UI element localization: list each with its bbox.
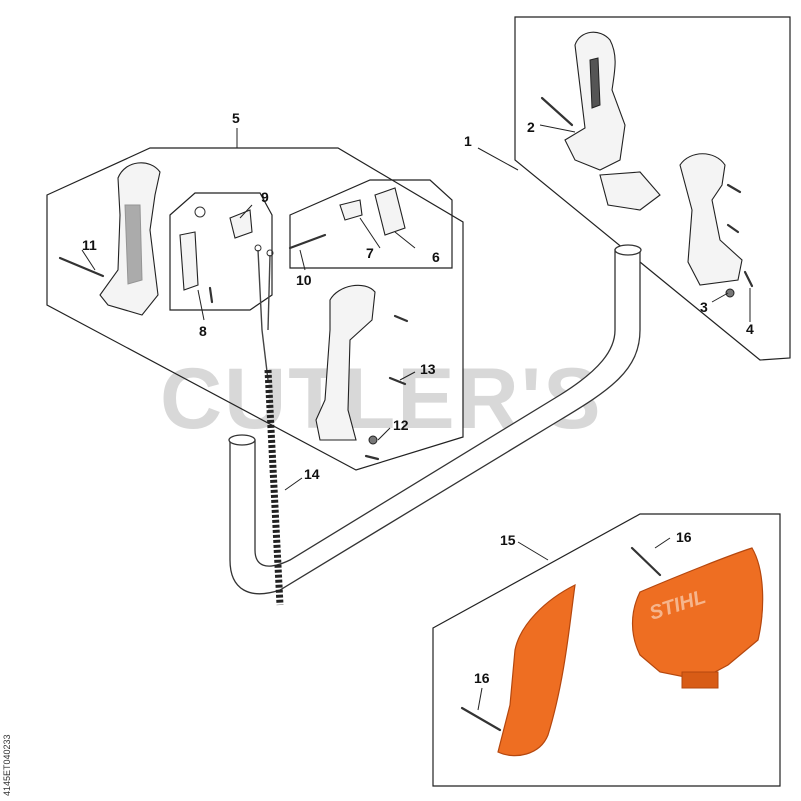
callout-13: 13 bbox=[420, 361, 436, 377]
callout-10: 10 bbox=[296, 272, 312, 288]
pin-10 bbox=[288, 233, 327, 250]
handle-half-13 bbox=[315, 284, 409, 461]
screw-4 bbox=[743, 270, 754, 288]
callout-16-upper: 16 bbox=[676, 529, 692, 545]
document-id: 4145ET040233 bbox=[2, 734, 12, 796]
callout-4: 4 bbox=[746, 321, 754, 337]
callout-15: 15 bbox=[500, 532, 516, 548]
screw-16-lower bbox=[460, 706, 502, 732]
leader-lines bbox=[81, 124, 751, 711]
panel-handle-5 bbox=[46, 147, 464, 471]
interlock-lever-9 bbox=[194, 206, 253, 239]
callout-12: 12 bbox=[393, 417, 409, 433]
screw-11 bbox=[58, 256, 105, 278]
callouts: 1 2 3 4 5 6 7 8 9 10 11 12 13 14 15 16 1… bbox=[82, 110, 754, 686]
callout-14: 14 bbox=[304, 466, 320, 482]
callout-7: 7 bbox=[366, 245, 374, 261]
callout-9: 9 bbox=[261, 189, 269, 205]
shield-right: STIHL bbox=[630, 546, 764, 689]
nut-12 bbox=[368, 435, 378, 445]
callout-8: 8 bbox=[199, 323, 207, 339]
callout-1: 1 bbox=[464, 133, 472, 149]
handle-molding-3 bbox=[599, 153, 754, 298]
callout-16-lower: 16 bbox=[474, 670, 490, 686]
throttle-trigger-8 bbox=[179, 231, 214, 304]
screw-3-mid bbox=[726, 223, 740, 234]
stop-switch-6 bbox=[288, 187, 406, 250]
screw-13 bbox=[388, 376, 407, 386]
nut-3 bbox=[725, 288, 735, 298]
screw-2 bbox=[540, 96, 574, 127]
shield-left bbox=[460, 583, 576, 757]
tube-end-left bbox=[228, 434, 256, 446]
panel-handle-assembly-1 bbox=[514, 16, 791, 361]
handle-housing-upper bbox=[540, 31, 626, 171]
tube-end-right bbox=[614, 244, 642, 256]
callout-6: 6 bbox=[432, 249, 440, 265]
callout-11: 11 bbox=[82, 237, 97, 253]
screw-12 bbox=[364, 454, 380, 461]
throttle-cable bbox=[254, 244, 284, 606]
panel-switch-6 bbox=[289, 179, 453, 269]
callout-2: 2 bbox=[527, 119, 535, 135]
screw-3-top bbox=[726, 183, 742, 194]
callout-3: 3 bbox=[700, 299, 708, 315]
panel-shields-15 bbox=[432, 513, 781, 787]
control-handle-5 bbox=[58, 162, 161, 316]
callout-5: 5 bbox=[232, 110, 240, 126]
screw-16-upper bbox=[630, 546, 662, 577]
